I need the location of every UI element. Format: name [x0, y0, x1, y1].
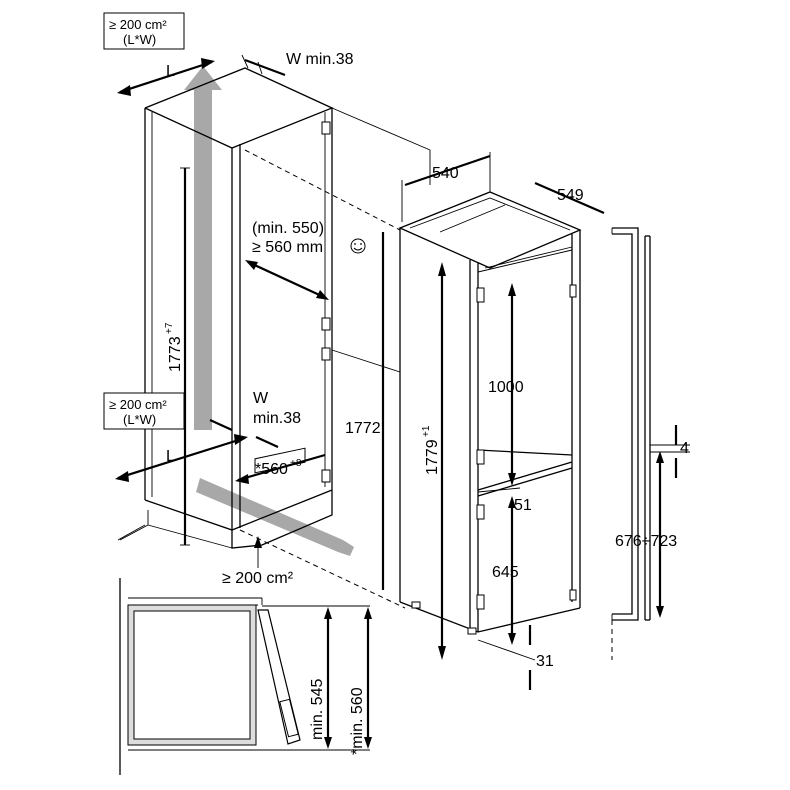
label-1779-sup: +1: [421, 425, 432, 437]
label-min550: (min. 550): [252, 220, 324, 237]
dimension-lines: [115, 54, 690, 749]
labels: ≥ 200 cm² (L*W) ≥ 200 cm² (L*W) L L W mi…: [103, 12, 689, 755]
airflow-in-arrow: [196, 478, 354, 556]
label-560-sup: +8: [290, 458, 302, 469]
label-vent-bottom: ≥ 200 cm²: [222, 570, 294, 587]
label-1779-group: 1779 +1: [421, 425, 441, 475]
label-w-mid-min: min.38: [253, 410, 301, 427]
area-top-line2: (L*W): [123, 32, 156, 47]
label-1779: 1779: [424, 439, 441, 475]
area-mid-line2: (L*W): [123, 412, 156, 427]
label-w-mid: W: [253, 390, 269, 407]
niche-cabinet: [117, 67, 431, 609]
airflow-arrows: [184, 66, 354, 556]
label-min545: min. 545: [309, 679, 326, 740]
label-560: *560: [255, 461, 288, 478]
label-1773: 1773: [167, 336, 184, 372]
door-side-profile: [611, 227, 651, 660]
area-box-mid: [103, 392, 185, 430]
area-mid-line1: ≥ 200 cm²: [109, 397, 167, 412]
label-1000: 1000: [488, 379, 524, 396]
area-box-top: [103, 12, 185, 50]
airflow-up-arrow: [184, 66, 222, 430]
label-w-min-top: W min.38: [286, 51, 354, 68]
smiley-icon: [350, 238, 366, 254]
label-min560: *min. 560: [349, 687, 366, 755]
label-676-723: 676÷723: [615, 533, 677, 550]
fridge-unit: [398, 191, 582, 635]
label-1773-sup: +7: [164, 322, 175, 334]
area-top-line1: ≥ 200 cm²: [109, 17, 167, 32]
label-L-top: L: [166, 63, 175, 80]
label-549: 549: [557, 187, 584, 204]
top-view-detail: [119, 578, 370, 775]
label-51: 51: [514, 497, 532, 514]
label-L-bottom: L: [166, 448, 175, 465]
label-1773-group: 1773 +7: [164, 322, 184, 372]
label-ge560: ≥ 560 mm: [252, 239, 323, 256]
label-1772: 1772: [345, 420, 381, 437]
label-540: 540: [432, 165, 459, 182]
label-645: 645: [492, 564, 519, 581]
label-4: 4: [680, 440, 689, 457]
label-31: 31: [536, 653, 554, 670]
hinges: [321, 121, 331, 483]
